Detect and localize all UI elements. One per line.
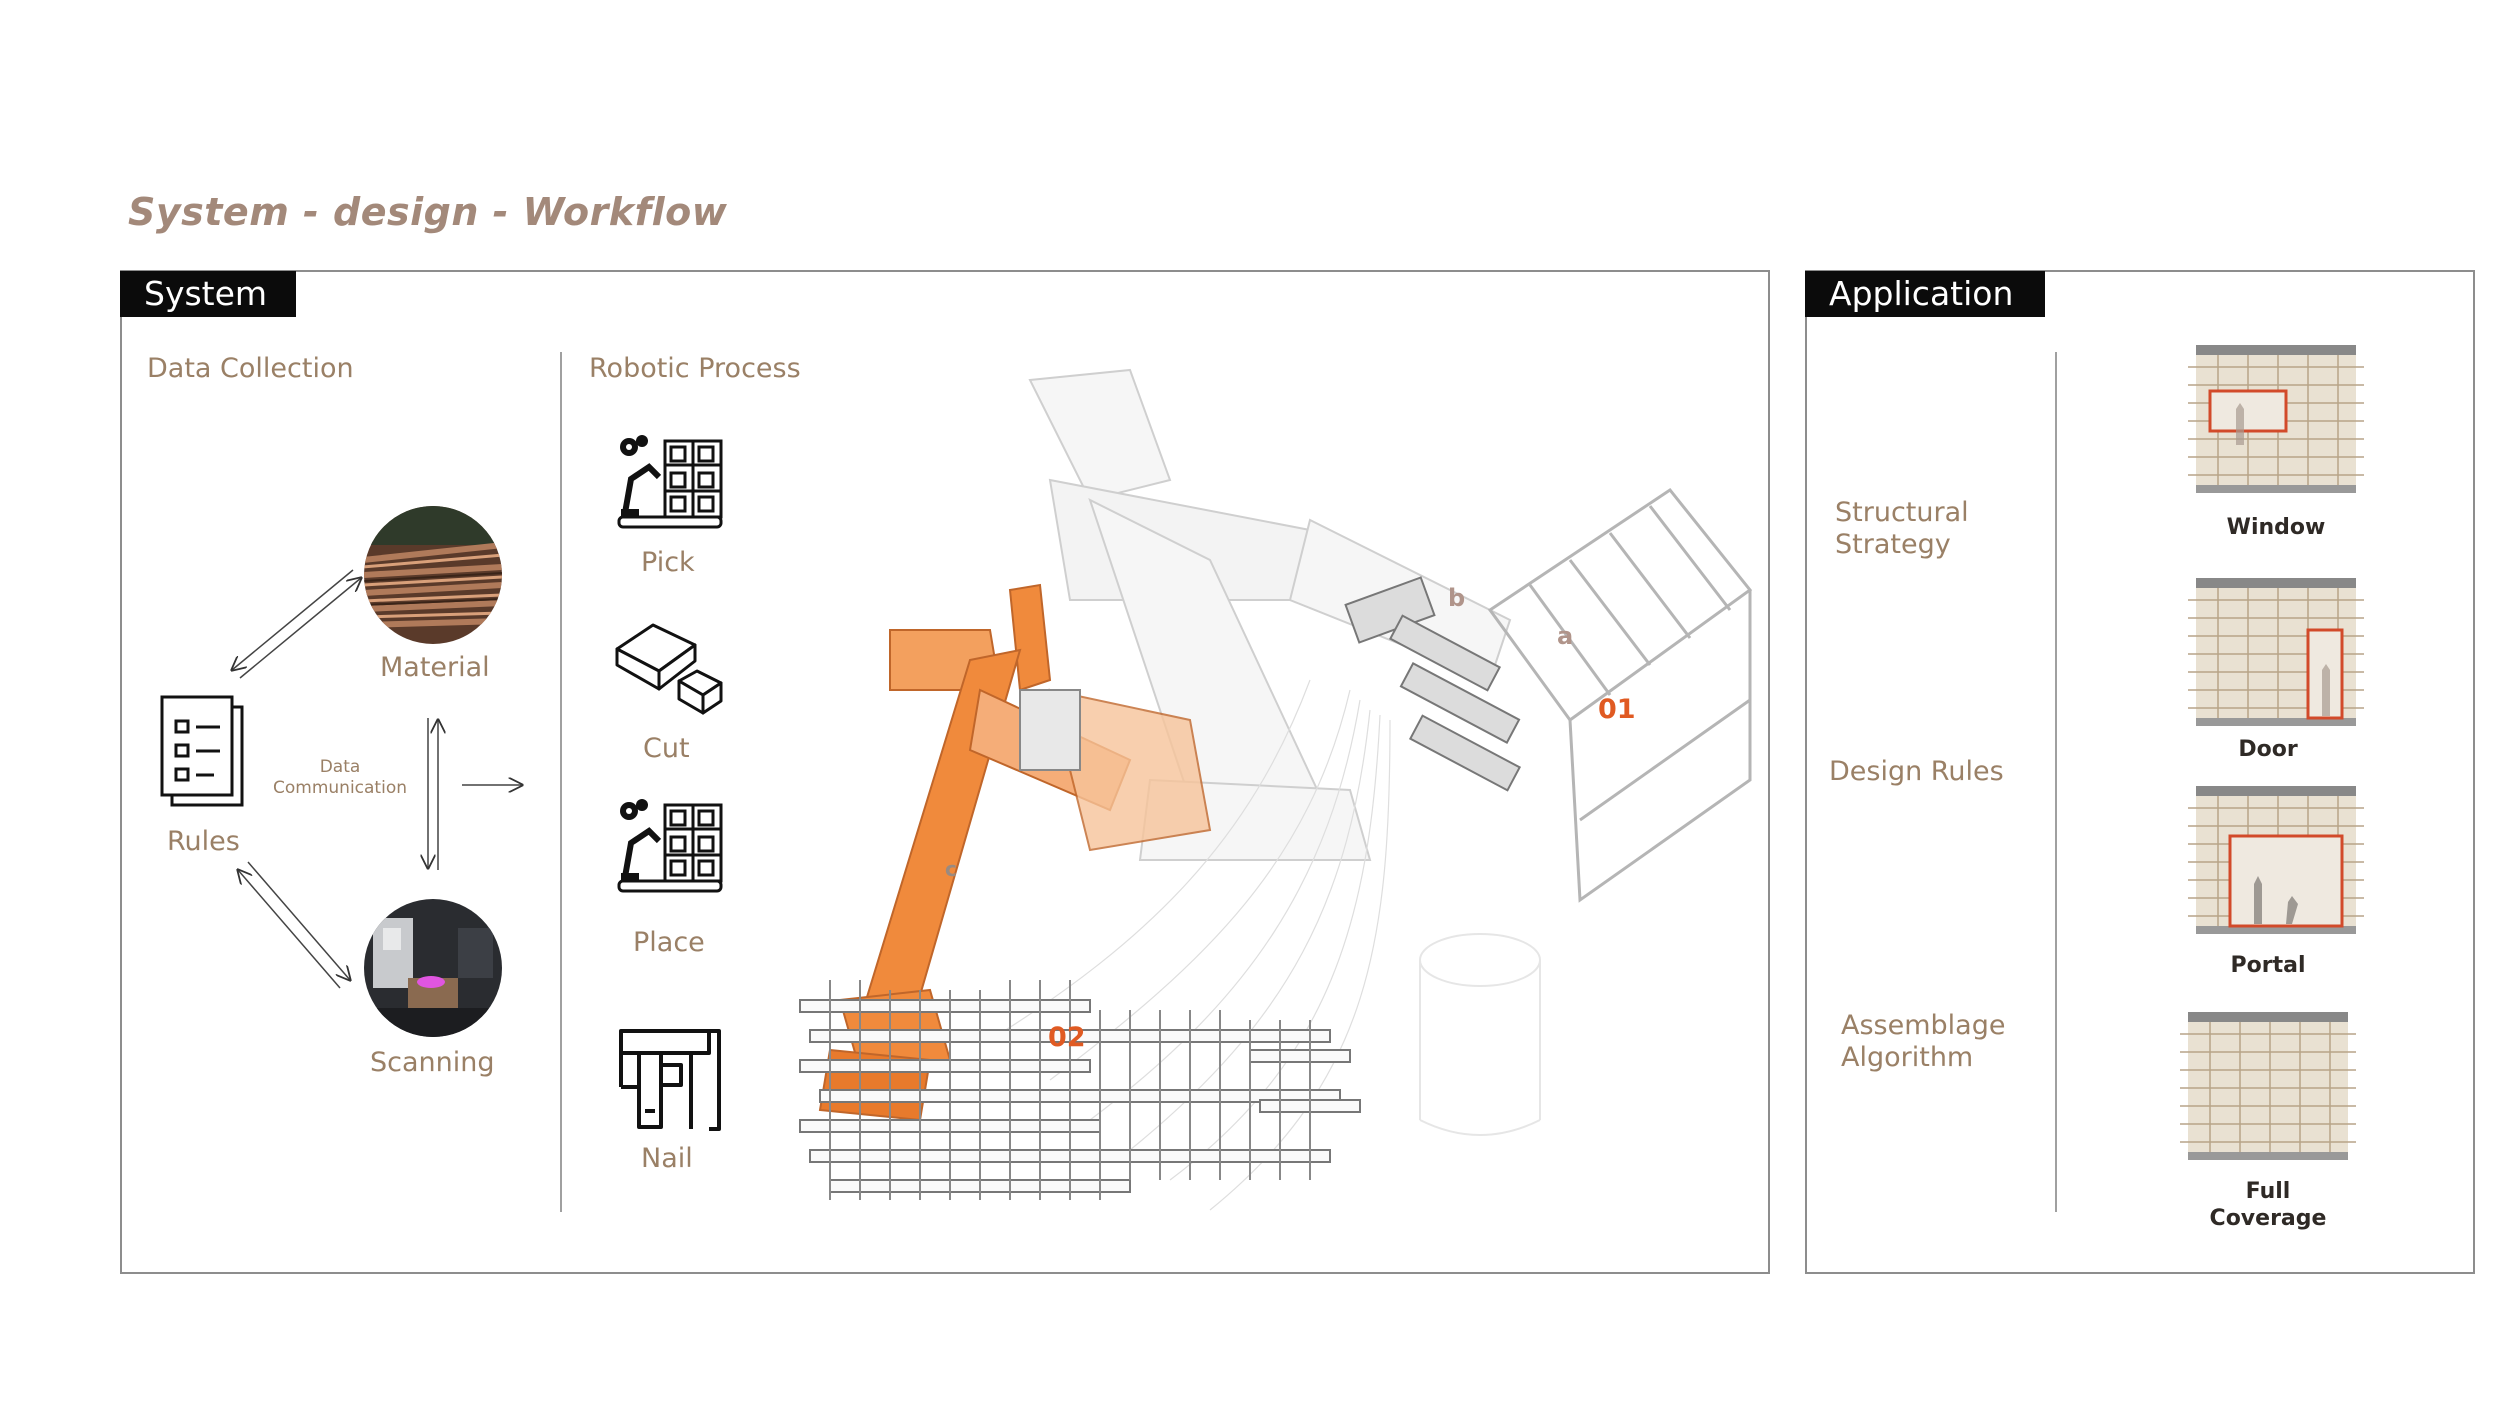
annotation-c: c — [945, 857, 957, 881]
example-full-coverage-line1: Full — [2245, 1179, 2291, 1204]
cut-block-icon — [613, 615, 728, 715]
annotation-a: a — [1557, 622, 1574, 650]
material-label: Material — [380, 652, 490, 683]
category-3-line1: Assemblage — [1841, 1010, 2006, 1041]
door-wall-image — [2188, 578, 2364, 730]
example-door-label: Door — [2180, 737, 2356, 762]
application-tag: Application — [1805, 271, 2045, 317]
application-divider — [2055, 352, 2057, 1212]
page-title: System - design - Workflow — [128, 190, 728, 234]
window-wall-image — [2188, 345, 2364, 497]
annotation-b: b — [1448, 584, 1466, 612]
material-photo — [363, 505, 503, 645]
nail-gun-icon — [615, 1025, 725, 1135]
example-portal-label: Portal — [2180, 953, 2356, 978]
rules-checklist-icon — [158, 693, 248, 809]
data-collection-heading: Data Collection — [147, 353, 354, 384]
step-place-label: Place — [633, 927, 705, 958]
category-3-line2: Algorithm — [1841, 1042, 1974, 1073]
data-flow-arrows — [200, 540, 540, 1010]
category-assemblage-algorithm: Assemblage Algorithm — [1841, 1010, 2005, 1074]
example-window-line1: Window — [2226, 515, 2326, 540]
scanning-photo — [363, 898, 503, 1038]
data-comm-line2: Communication — [273, 778, 407, 798]
full-coverage-wall-image — [2180, 1012, 2356, 1164]
place-robot-icon — [615, 797, 725, 897]
rules-label: Rules — [167, 826, 240, 857]
step-pick-label: Pick — [641, 547, 695, 578]
example-portal-line1: Portal — [2230, 953, 2306, 978]
example-full-coverage-line2: Coverage — [2209, 1206, 2327, 1231]
portal-wall-image — [2188, 786, 2364, 938]
step-nail-label: Nail — [641, 1143, 693, 1174]
category-structural-strategy: Structural Strategy — [1835, 497, 1969, 561]
category-2-line1: Design Rules — [1829, 756, 2004, 787]
category-1-line2: Strategy — [1835, 529, 1951, 560]
system-panel — [120, 270, 1770, 1274]
category-design-rules: Design Rules — [1829, 756, 2004, 788]
data-comm-line1: Data — [319, 757, 361, 777]
application-panel — [1805, 270, 2475, 1274]
step-cut-label: Cut — [643, 733, 690, 764]
data-communication-label: Data Communication — [255, 757, 425, 799]
system-tag: System — [120, 271, 296, 317]
example-window-label: Window — [2188, 515, 2364, 540]
example-full-coverage-label: Full Coverage — [2180, 1178, 2356, 1232]
robot-arm-illustration — [790, 360, 1770, 1250]
pick-robot-icon — [615, 433, 725, 533]
robotic-process-heading: Robotic Process — [589, 353, 801, 384]
example-door-line1: Door — [2238, 737, 2298, 762]
annotation-01: 01 — [1598, 694, 1636, 725]
category-1-line1: Structural — [1835, 497, 1969, 528]
annotation-02: 02 — [1048, 1022, 1086, 1053]
section-divider — [560, 352, 562, 1212]
scanning-label: Scanning — [370, 1047, 495, 1078]
